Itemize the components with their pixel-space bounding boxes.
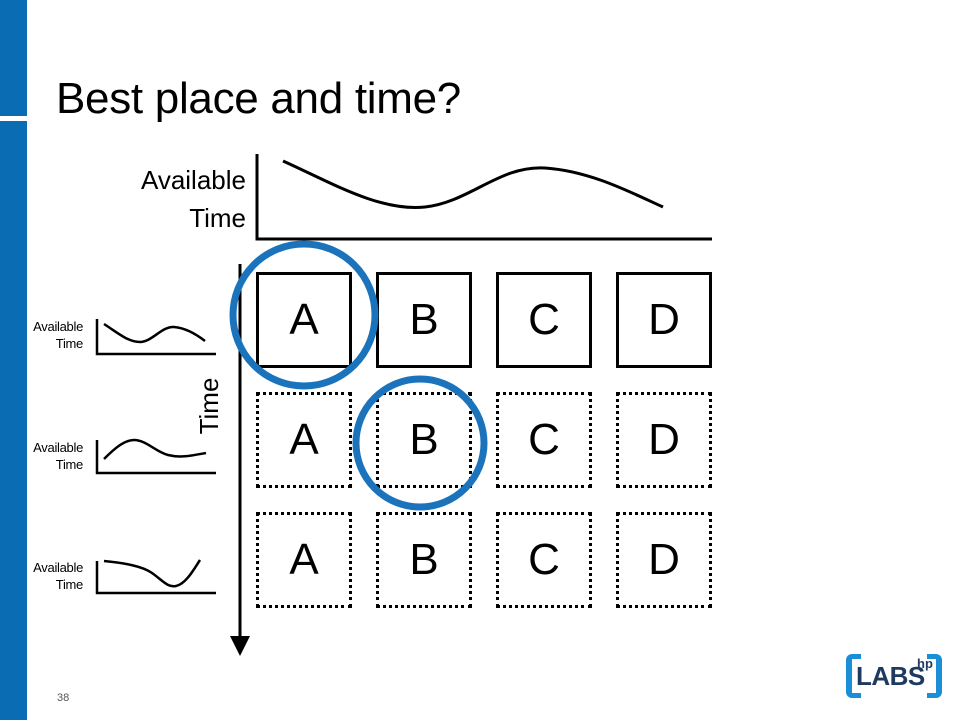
row-plot-label-1-line1: Available	[33, 319, 83, 334]
highlight-ring-r1-a	[229, 240, 379, 390]
logo-text: LABS	[856, 661, 925, 691]
grid-cell-r2-d: D	[616, 392, 712, 488]
grid-cell-r1-a: A	[256, 272, 352, 368]
top-plot-curve	[282, 159, 664, 210]
top-plot-axes	[255, 154, 712, 241]
row-plot-label-3-line2: Time	[55, 577, 84, 592]
grid-cell-r3-c: C	[496, 512, 592, 608]
row-plot-1-axes	[95, 319, 216, 356]
row-plot-label-2-line2: Time	[55, 457, 84, 472]
brand-sidebar-gap	[0, 116, 27, 121]
grid-cell-r2-b: B	[376, 392, 472, 488]
top-plot	[255, 154, 712, 241]
logo-superscript: hp	[917, 656, 933, 671]
time-axis	[230, 264, 250, 656]
row-plot-3-axes	[95, 561, 216, 595]
page-number: 38	[57, 692, 70, 704]
row-plot-label-2-line1: Available	[33, 440, 83, 455]
row-plot-2-axes	[95, 440, 216, 475]
grid-cell-r3-b: B	[376, 512, 472, 608]
grid-cell-r3-d: D	[616, 512, 712, 608]
row-plot-label-3-line1: Available	[33, 560, 83, 575]
grid-cell-r1-b: B	[376, 272, 472, 368]
grid-cell-r1-c: C	[496, 272, 592, 368]
row-plot-1	[95, 319, 216, 356]
grid-cell-r1-d: D	[616, 272, 712, 368]
row-plot-3-curve	[103, 559, 202, 588]
slide-title: Best place and time?	[56, 74, 461, 123]
hp-labs-logo: LABS hp	[846, 654, 942, 698]
brand-sidebar-bottom	[0, 121, 27, 720]
top-plot-label-line2: Time	[189, 203, 246, 233]
time-axis-label: Time	[194, 377, 224, 435]
row-plot-2	[95, 438, 216, 475]
row-plot-label-1: Available Time	[3, 318, 83, 352]
row-plot-label-1-line2: Time	[55, 336, 84, 351]
grid-cell-r3-a: A	[256, 512, 352, 608]
row-plot-2-curve	[103, 438, 207, 460]
top-plot-label: Available Time	[86, 161, 246, 237]
top-plot-label-line1: Available	[140, 165, 246, 195]
row-plot-1-curve	[103, 322, 206, 344]
grid-cell-r2-a: A	[256, 392, 352, 488]
row-plot-label-2: Available Time	[3, 439, 83, 473]
row-plot-3	[95, 559, 216, 595]
highlight-ring-r2-b	[352, 375, 488, 511]
row-plot-label-3: Available Time	[3, 559, 83, 593]
grid-cell-r2-c: C	[496, 392, 592, 488]
brand-sidebar-top	[0, 0, 27, 116]
time-axis-arrowhead	[230, 636, 250, 656]
logo-brackets	[846, 654, 942, 698]
